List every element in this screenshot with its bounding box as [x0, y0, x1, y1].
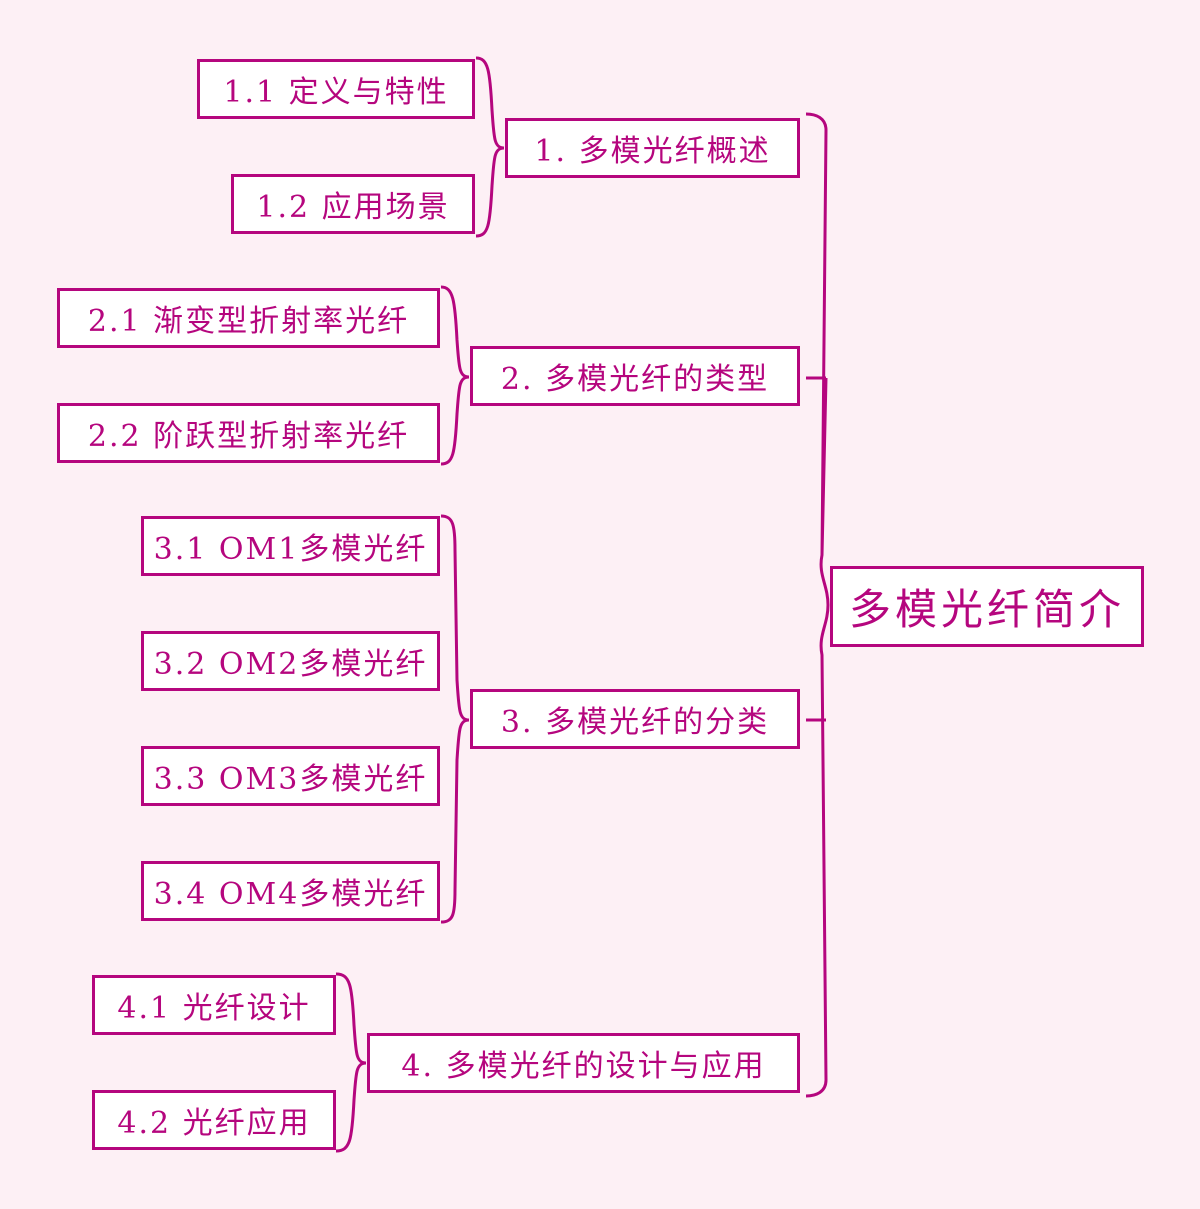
leaf-label: 3.4 OM4多模光纤	[153, 877, 428, 912]
leaf-node-3-2[interactable]: 3.2 OM2多模光纤	[141, 631, 440, 691]
leaf-label: 3.3 OM3多模光纤	[153, 762, 428, 797]
leaf-node-3-3[interactable]: 3.3 OM3多模光纤	[141, 746, 440, 806]
leaf-label: 2.1 渐变型折射率光纤	[87, 304, 410, 339]
branch-4-bracket	[335, 972, 367, 1153]
root-label: 多模光纤简介	[848, 585, 1125, 634]
branch-2-bracket	[440, 285, 470, 466]
leaf-label: 1.2 应用场景	[256, 190, 450, 225]
leaf-node-1-1[interactable]: 1.1 定义与特性	[197, 59, 475, 119]
leaf-label: 1.1 定义与特性	[223, 75, 449, 110]
leaf-node-2-1[interactable]: 2.1 渐变型折射率光纤	[57, 288, 440, 348]
leaf-node-2-2[interactable]: 2.2 阶跃型折射率光纤	[57, 403, 440, 463]
branch-node-4[interactable]: 4. 多模光纤的设计与应用	[367, 1033, 800, 1093]
branch-label: 3. 多模光纤的分类	[500, 705, 770, 740]
leaf-label: 3.2 OM2多模光纤	[153, 647, 428, 682]
leaf-node-3-4[interactable]: 3.4 OM4多模光纤	[141, 861, 440, 921]
leaf-label: 4.2 光纤应用	[117, 1106, 311, 1141]
leaf-node-4-2[interactable]: 4.2 光纤应用	[92, 1090, 336, 1150]
branch-node-2[interactable]: 2. 多模光纤的类型	[470, 346, 800, 406]
leaf-node-1-2[interactable]: 1.2 应用场景	[231, 174, 475, 234]
leaf-node-4-1[interactable]: 4.1 光纤设计	[92, 975, 336, 1035]
branch-node-1[interactable]: 1. 多模光纤概述	[505, 118, 800, 178]
leaf-label: 3.1 OM1多模光纤	[153, 532, 428, 567]
branch-label: 2. 多模光纤的类型	[500, 362, 770, 397]
branch-1-bracket	[475, 56, 505, 238]
root-node[interactable]: 多模光纤简介	[830, 566, 1144, 647]
root-bracket	[805, 112, 830, 1098]
branch-node-3[interactable]: 3. 多模光纤的分类	[470, 689, 800, 749]
branch-label: 1. 多模光纤概述	[534, 134, 771, 169]
leaf-node-3-1[interactable]: 3.1 OM1多模光纤	[141, 516, 440, 576]
branch-label: 4. 多模光纤的设计与应用	[401, 1049, 766, 1084]
leaf-label: 4.1 光纤设计	[117, 991, 311, 1026]
leaf-label: 2.2 阶跃型折射率光纤	[87, 419, 410, 454]
branch-3-bracket	[440, 514, 470, 924]
